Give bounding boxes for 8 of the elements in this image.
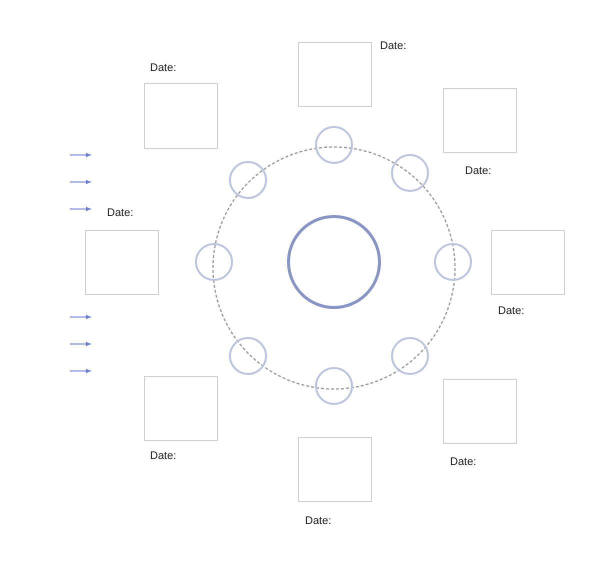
date-label: Date: [150,450,176,463]
date-label: Date: [305,515,332,528]
date-label: Date: [150,62,176,75]
date-label: Date: [498,305,524,318]
date-label: Date: [465,165,492,178]
date-label: Date: [380,40,406,53]
date-label: Date: [107,207,134,220]
date-label: Date: [450,456,476,469]
